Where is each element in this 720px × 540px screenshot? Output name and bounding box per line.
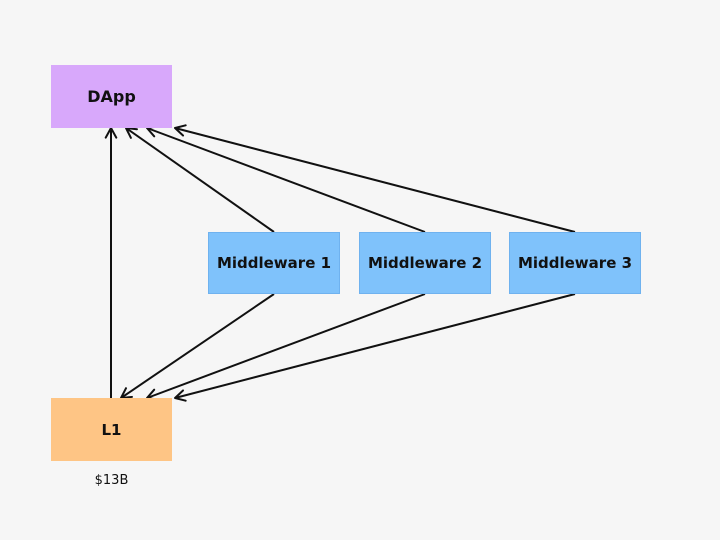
edge-mw1-to-l1 [120,293,275,399]
arrowhead-icon [104,127,118,139]
l1-value-caption: $13B [94,473,129,488]
arrowhead-icon [174,124,187,137]
middleware-2-node: Middleware 2 [359,232,491,294]
edge-mw2-to-dapp [146,125,426,233]
l1-label: L1 [101,420,122,439]
edge-line [174,293,576,399]
edge-line [174,127,576,233]
edge-line [146,293,426,399]
edge-line [125,127,275,233]
arrowhead-icon [125,127,138,139]
middleware-1-node: Middleware 1 [208,232,340,294]
middleware-2-label: Middleware 2 [367,254,483,272]
edge-line [120,293,275,399]
edge-mw3-to-l1 [174,293,576,402]
edge-mw3-to-dapp [174,124,576,233]
middleware-3-node: Middleware 3 [509,232,641,294]
edge-line [146,127,426,233]
middleware-3-label: Middleware 3 [517,254,633,272]
edge-l1-to-dapp [104,127,118,398]
arrowhead-icon [174,389,187,402]
edge-mw2-to-l1 [146,293,426,401]
middleware-1-label: Middleware 1 [216,254,332,272]
l1-node: L1 [51,398,172,461]
dapp-label: DApp [87,87,136,106]
dapp-node: DApp [51,65,172,128]
edge-mw1-to-dapp [125,127,275,233]
